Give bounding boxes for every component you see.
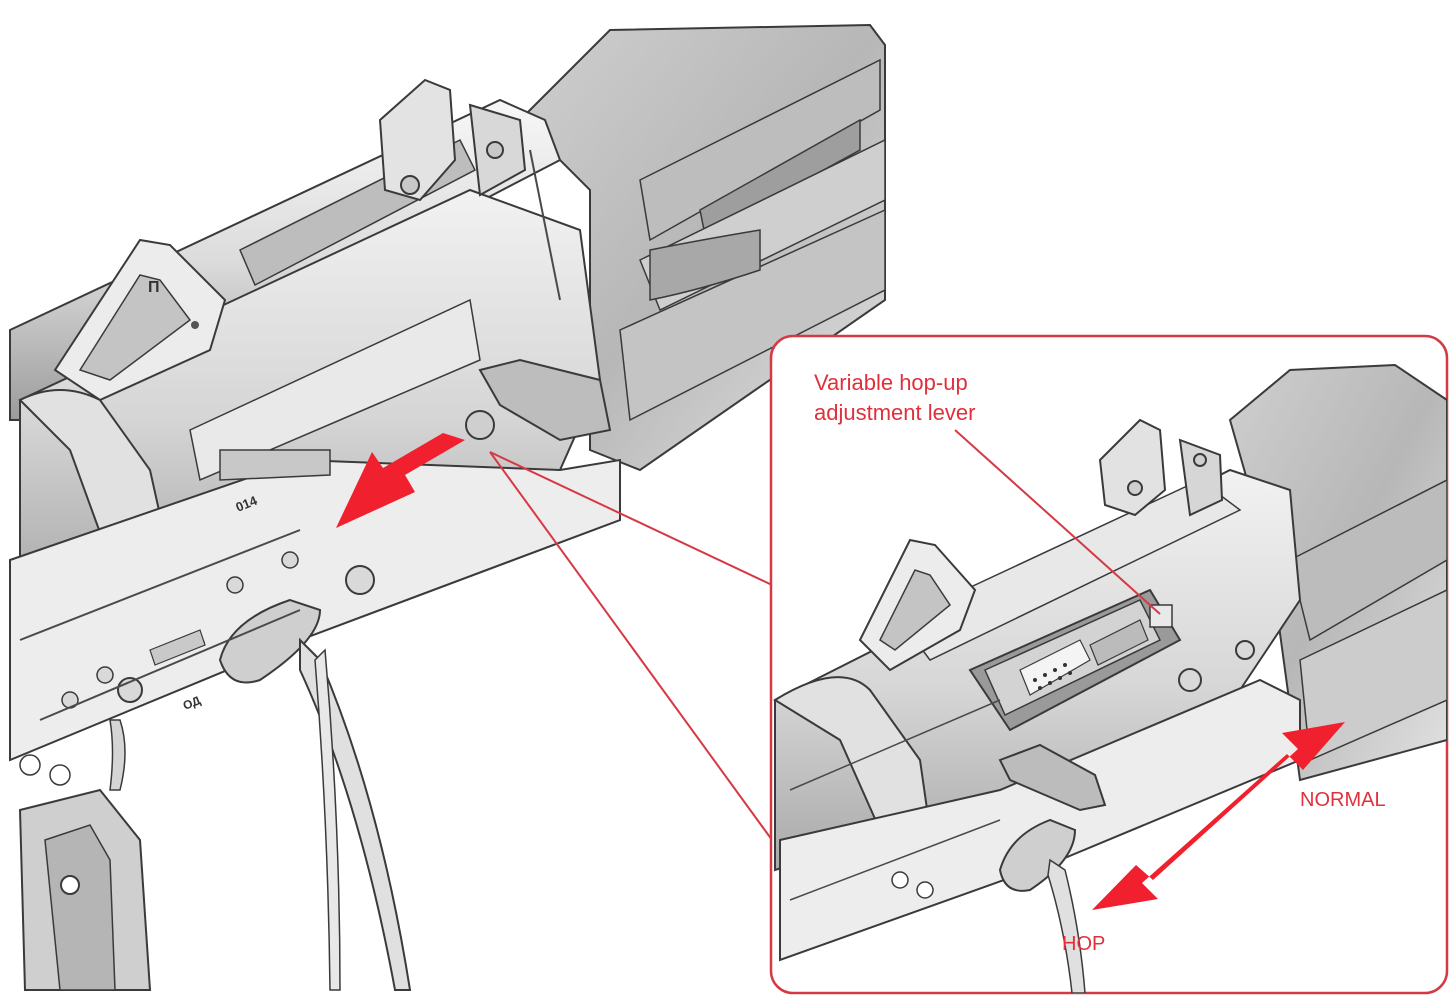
inset-detail-panel: Variable hop-up adjustment lever NORMAL … (769, 334, 1449, 995)
hop-up-access-plug (465, 410, 495, 440)
remove-plug-arrow (336, 433, 465, 528)
callout-title-line1: Variable hop-up (814, 370, 968, 395)
normal-label: NORMAL (1300, 789, 1386, 811)
mark-od: ОД (181, 693, 203, 713)
hop-label: HOP (1062, 933, 1105, 955)
hop-normal-double-arrow (1092, 722, 1345, 910)
callout-pointer-line (954, 429, 1161, 615)
callout-leader-lines (489, 451, 773, 841)
callout-title-line2: adjustment lever (814, 400, 975, 425)
rifle-receiver-illustration: П 014 АВ ОД (9, 23, 886, 991)
sight-p-mark: П (148, 279, 160, 296)
